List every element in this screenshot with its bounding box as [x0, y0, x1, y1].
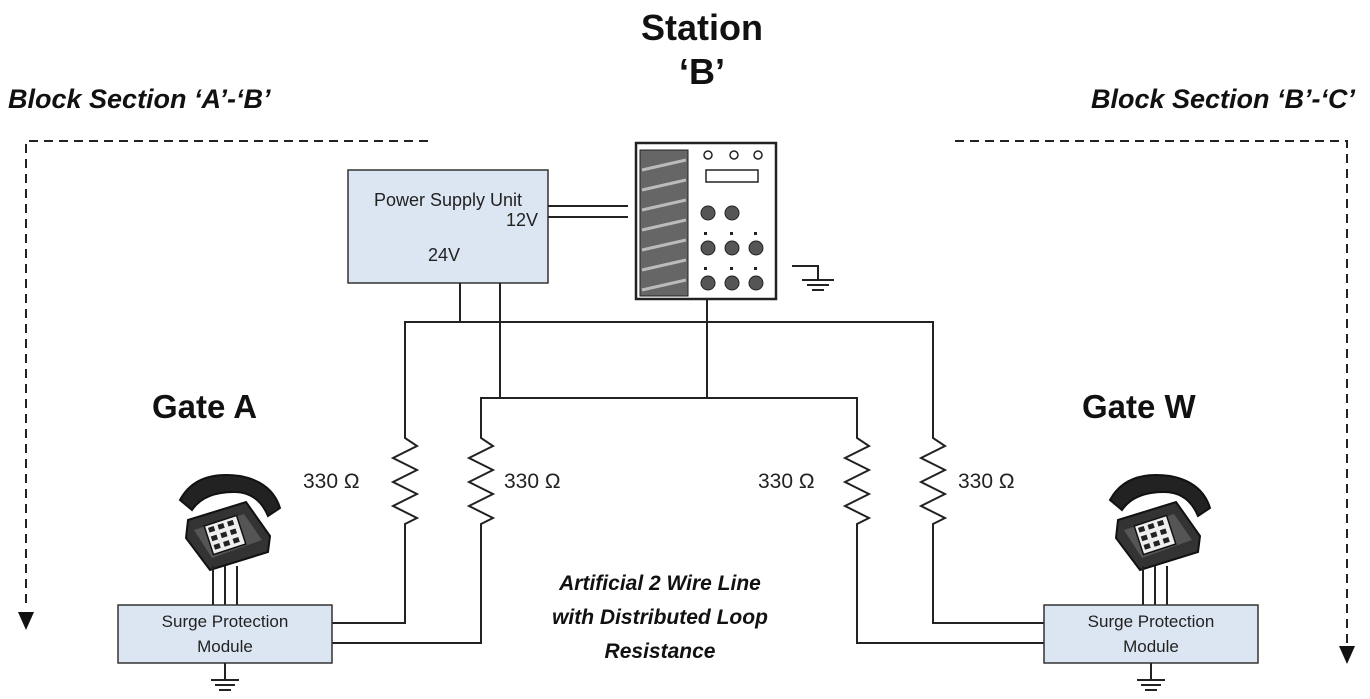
- ground-icon: [1137, 663, 1165, 691]
- station-title-line1: Station: [641, 7, 763, 48]
- station-exchange-unit: [634, 141, 778, 301]
- distribution-wiring: [332, 283, 1044, 644]
- resistor-4-label: 330 Ω: [958, 470, 1015, 493]
- telephone-icon: [178, 474, 282, 572]
- power-supply-label: Power Supply Unit: [374, 190, 522, 210]
- gate-w-label: Gate W: [1082, 388, 1197, 425]
- resistor-3-label: 330 Ω: [758, 470, 815, 493]
- resistor-1: [390, 430, 420, 530]
- resistor-2-label: 330 Ω: [504, 470, 561, 493]
- surge-protection-module-right: Surge Protection Module: [1043, 604, 1259, 664]
- surge-module-right-line1: Surge Protection: [1088, 612, 1215, 631]
- ground-icon: [792, 265, 834, 291]
- power-supply-24v-label: 24V: [428, 245, 460, 265]
- surge-module-right-line2: Module: [1123, 637, 1179, 656]
- block-section-left-arrow: [18, 140, 428, 630]
- telephone-icon: [1108, 474, 1212, 572]
- power-supply-12v-label: 12V: [506, 210, 538, 230]
- resistor-1-label: 330 Ω: [303, 470, 360, 493]
- block-section-right-label: Block Section ‘B’-‘C’: [1091, 84, 1356, 114]
- ground-icon: [211, 663, 239, 691]
- power-supply-unit: Power Supply Unit 12V 24V: [347, 169, 549, 284]
- gate-a-label: Gate A: [152, 388, 257, 425]
- surge-module-left-line2: Module: [197, 637, 253, 656]
- surge-module-left-line1: Surge Protection: [162, 612, 289, 631]
- line-note-line2: with Distributed Loop: [552, 606, 768, 629]
- line-note-line3: Resistance: [605, 640, 716, 663]
- resistor-4: [918, 430, 948, 530]
- block-section-left-label: Block Section ‘A’-‘B’: [8, 84, 271, 114]
- resistor-2: [466, 430, 496, 530]
- resistor-3: [842, 430, 872, 530]
- station-title-line2: ‘B’: [679, 51, 725, 92]
- line-note-line1: Artificial 2 Wire Line: [558, 572, 761, 595]
- block-section-right-arrow: [955, 140, 1355, 664]
- surge-protection-module-left: Surge Protection Module: [117, 604, 333, 664]
